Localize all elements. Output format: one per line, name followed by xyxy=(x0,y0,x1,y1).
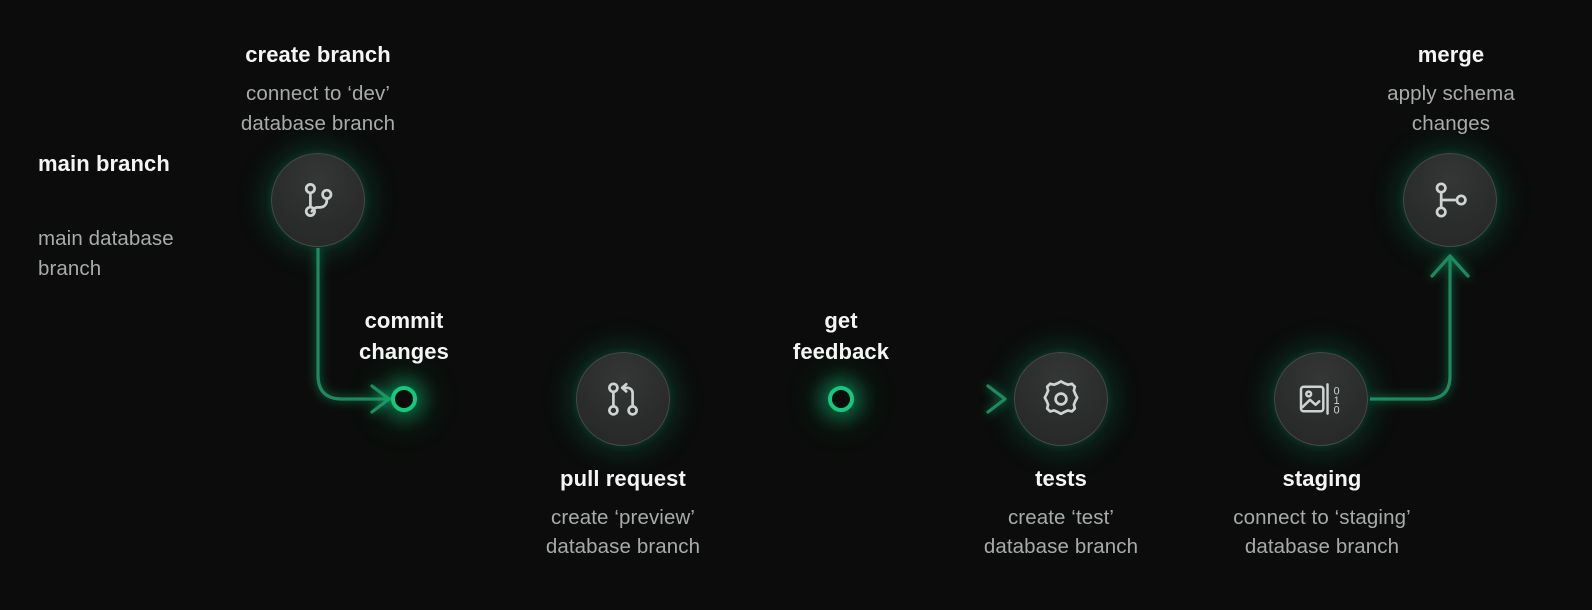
label-feedback-title: get xyxy=(824,308,858,333)
label-tests-title: tests xyxy=(1035,466,1087,491)
node-commit-changes[interactable] xyxy=(391,386,417,412)
git-merge-icon xyxy=(1426,176,1474,224)
arrow-into-commit-icon xyxy=(370,384,391,414)
merge-up-connector xyxy=(1370,258,1452,401)
image-binary-icon: 0 1 0 xyxy=(1296,374,1346,424)
label-commit-subtitle: changes xyxy=(359,339,449,364)
label-tests-sub2: database branch xyxy=(983,535,1139,558)
label-pull-request-sub1: create ‘preview’ xyxy=(550,506,696,529)
label-tests-sub1: create ‘test’ xyxy=(1007,506,1115,529)
label-main-database-branch-line1: main database xyxy=(38,227,174,250)
label-main-database-branch-line2: branch xyxy=(38,257,102,280)
arrow-into-merge-icon xyxy=(1430,254,1470,278)
node-merge[interactable] xyxy=(1403,153,1497,247)
node-create-branch[interactable] xyxy=(271,153,365,247)
arrow-into-tests-icon xyxy=(986,384,1007,414)
node-staging[interactable]: 0 1 0 xyxy=(1274,352,1368,446)
node-pull-request[interactable] xyxy=(576,352,670,446)
label-pull-request-sub2: database branch xyxy=(545,535,701,558)
staging-binary-digit-0b: 0 xyxy=(1334,404,1340,416)
label-merge-title: merge xyxy=(1417,42,1485,67)
node-get-feedback[interactable] xyxy=(828,386,854,412)
label-create-branch-sub2: database branch xyxy=(240,112,396,135)
label-create-branch-title: create branch xyxy=(245,42,391,67)
git-branch-icon xyxy=(294,176,342,224)
label-staging-sub2: database branch xyxy=(1244,535,1400,558)
git-pull-request-icon xyxy=(599,375,647,423)
staging-binary-digit-0a: 0 xyxy=(1334,386,1340,398)
label-merge-sub1: apply schema xyxy=(1387,82,1515,105)
node-tests[interactable] xyxy=(1014,352,1108,446)
label-commit-title: commit xyxy=(364,308,444,333)
staging-binary-digit-1: 1 xyxy=(1334,395,1340,407)
label-create-branch-sub1: connect to ‘dev’ xyxy=(245,82,391,105)
label-merge-sub2: changes xyxy=(1411,112,1491,135)
label-feedback-subtitle: feedback xyxy=(792,339,890,364)
gear-icon xyxy=(1037,375,1085,423)
label-staging-sub1: connect to ‘staging’ xyxy=(1233,506,1411,529)
label-pull-request-title: pull request xyxy=(560,466,686,491)
label-main-branch: main branch xyxy=(38,151,170,176)
label-staging-title: staging xyxy=(1282,466,1362,491)
